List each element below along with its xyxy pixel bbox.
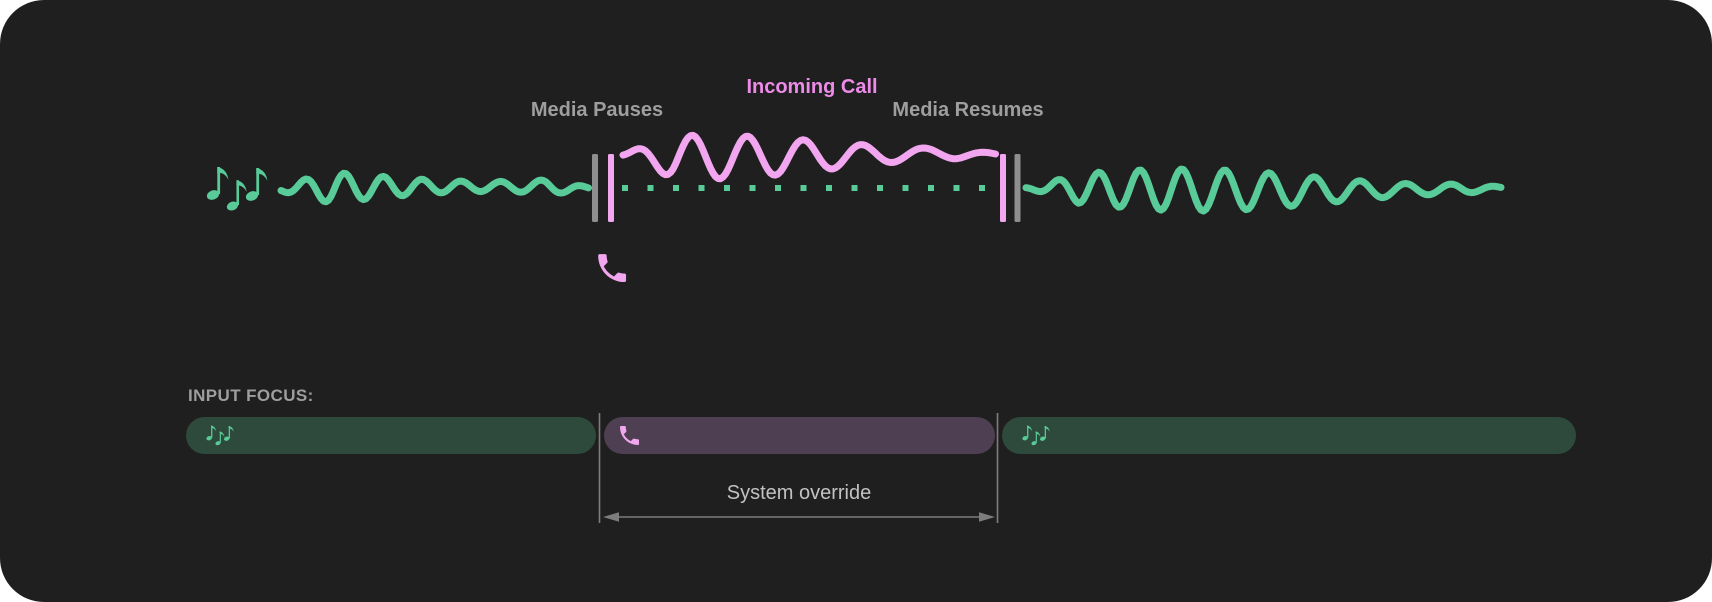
focus-segment-media-before (186, 417, 596, 454)
incoming-call-label: Incoming Call (746, 76, 878, 98)
focus-segment-media-after (1002, 417, 1576, 454)
media-resume-marker-gray (1014, 154, 1021, 222)
phone-icon (620, 426, 639, 445)
music-notes-icon (205, 167, 267, 212)
media-waveform-before (277, 169, 592, 206)
media-pauses-label: Media Pauses (530, 99, 664, 121)
system-override-label: System override (726, 482, 872, 504)
music-notes-icon (1022, 425, 1050, 446)
call-waveform (619, 131, 999, 183)
input-focus-heading: INPUT FOCUS: (188, 386, 314, 405)
music-notes-icon (206, 425, 234, 446)
media-resume-marker-pink (1000, 154, 1006, 222)
system-override-arrow (603, 512, 995, 522)
media-waveform-after (1022, 165, 1505, 215)
media-pause-marker-pink (608, 154, 614, 222)
media-pause-marker-gray (592, 154, 598, 222)
media-resumes-label: Media Resumes (892, 99, 1044, 121)
focus-segment-call (604, 417, 995, 454)
phone-icon (598, 254, 627, 283)
